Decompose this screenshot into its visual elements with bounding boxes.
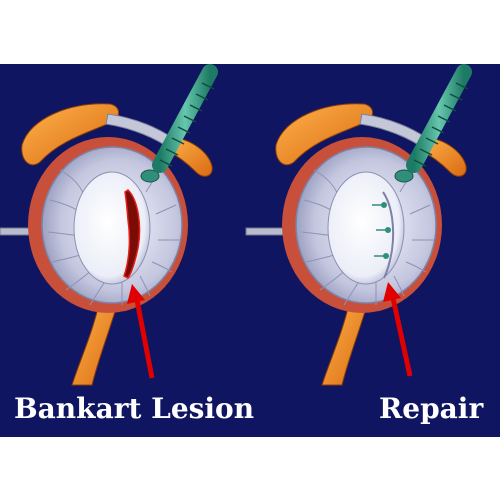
right-biceps-anchor [394,169,414,183]
right-suture-anchors [372,202,391,259]
caption-repair: Repair [379,392,484,425]
left-labral-tear [123,189,141,279]
left-shoulder-group [0,64,218,386]
right-repaired-edge [382,191,395,279]
right-lower-tendon [321,299,369,386]
left-lower-tendon [71,299,119,386]
left-biceps-anchor [140,169,160,183]
left-spine [152,64,218,173]
left-arrow [127,284,155,379]
right-spine [406,64,472,173]
right-shoulder-group [245,64,472,386]
caption-bankart-lesion: Bankart Lesion [14,392,255,425]
right-arrow [383,282,413,377]
